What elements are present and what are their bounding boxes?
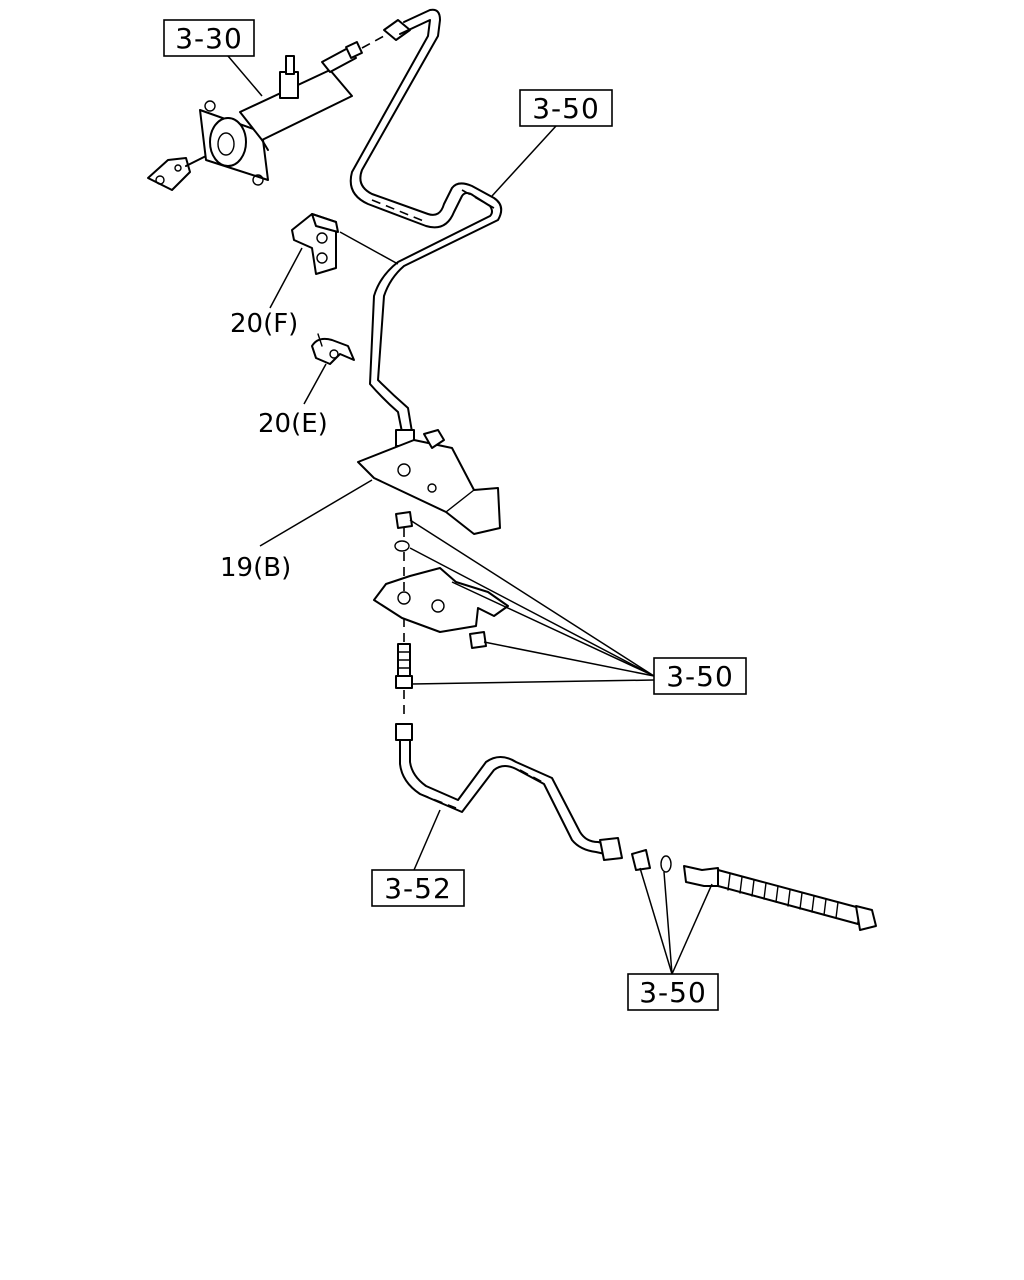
ref-label-lower-pipe: 3-52 (384, 872, 452, 905)
ref-box-master-cylinder[interactable]: 3-30 (163, 19, 255, 57)
ref-label-upper-pipe: 3-50 (532, 92, 600, 125)
ref-label-hose-fittings: 3-50 (639, 976, 707, 1009)
clip-f (291, 213, 339, 275)
ref-box-upper-pipe[interactable]: 3-50 (519, 89, 613, 127)
bracket-b (357, 429, 501, 535)
ref-label-fittings: 3-50 (666, 660, 734, 693)
clutch-hose (631, 849, 877, 931)
lower-pipe (395, 723, 623, 861)
ref-box-lower-pipe[interactable]: 3-52 (371, 869, 465, 907)
ref-box-hose-fittings[interactable]: 3-50 (627, 973, 719, 1011)
callout-clip-e: 20(E) (258, 409, 328, 439)
fittings-stack (373, 511, 509, 720)
ref-label-master-cylinder: 3-30 (175, 22, 243, 55)
callout-bracket-b: 19(B) (220, 553, 291, 583)
callout-clip-f: 20(F) (230, 309, 298, 339)
ref-box-fittings[interactable]: 3-50 (653, 657, 747, 695)
master-cylinder (147, 35, 385, 191)
clip-e (311, 333, 355, 365)
upper-pipe (349, 8, 503, 447)
